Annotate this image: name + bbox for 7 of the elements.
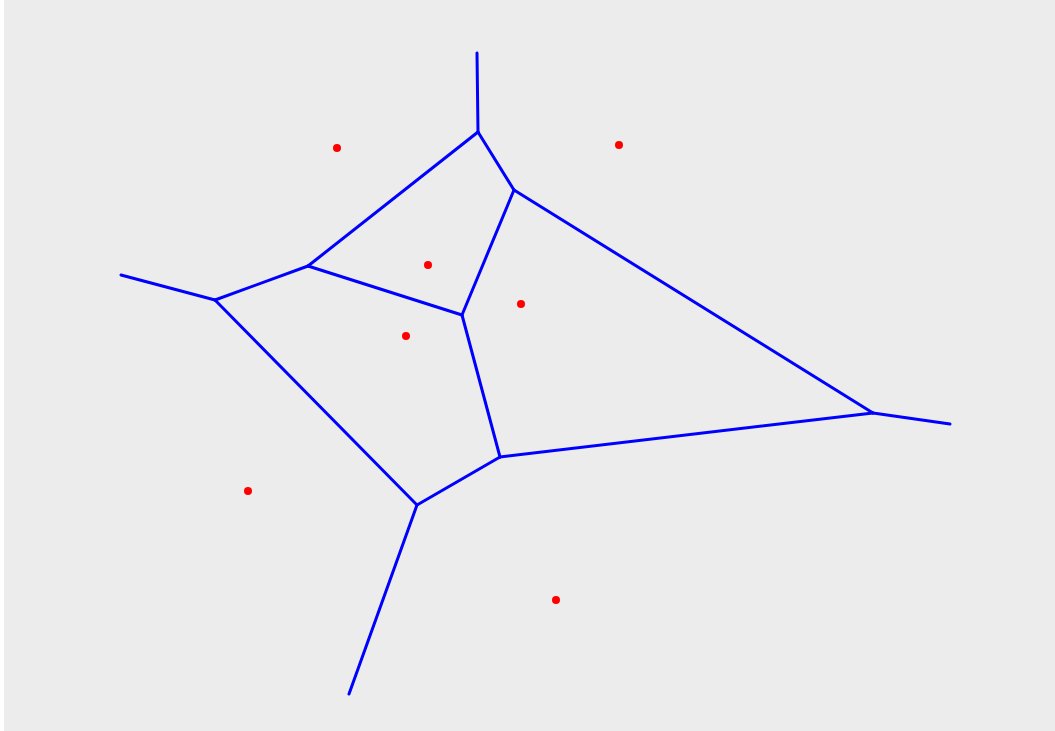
site-dot [517, 300, 525, 308]
site-dot [615, 141, 623, 149]
site-dot [552, 596, 560, 604]
site-dot [402, 332, 410, 340]
site-dot [244, 487, 252, 495]
site-dot [424, 261, 432, 269]
site-dot [333, 144, 341, 152]
